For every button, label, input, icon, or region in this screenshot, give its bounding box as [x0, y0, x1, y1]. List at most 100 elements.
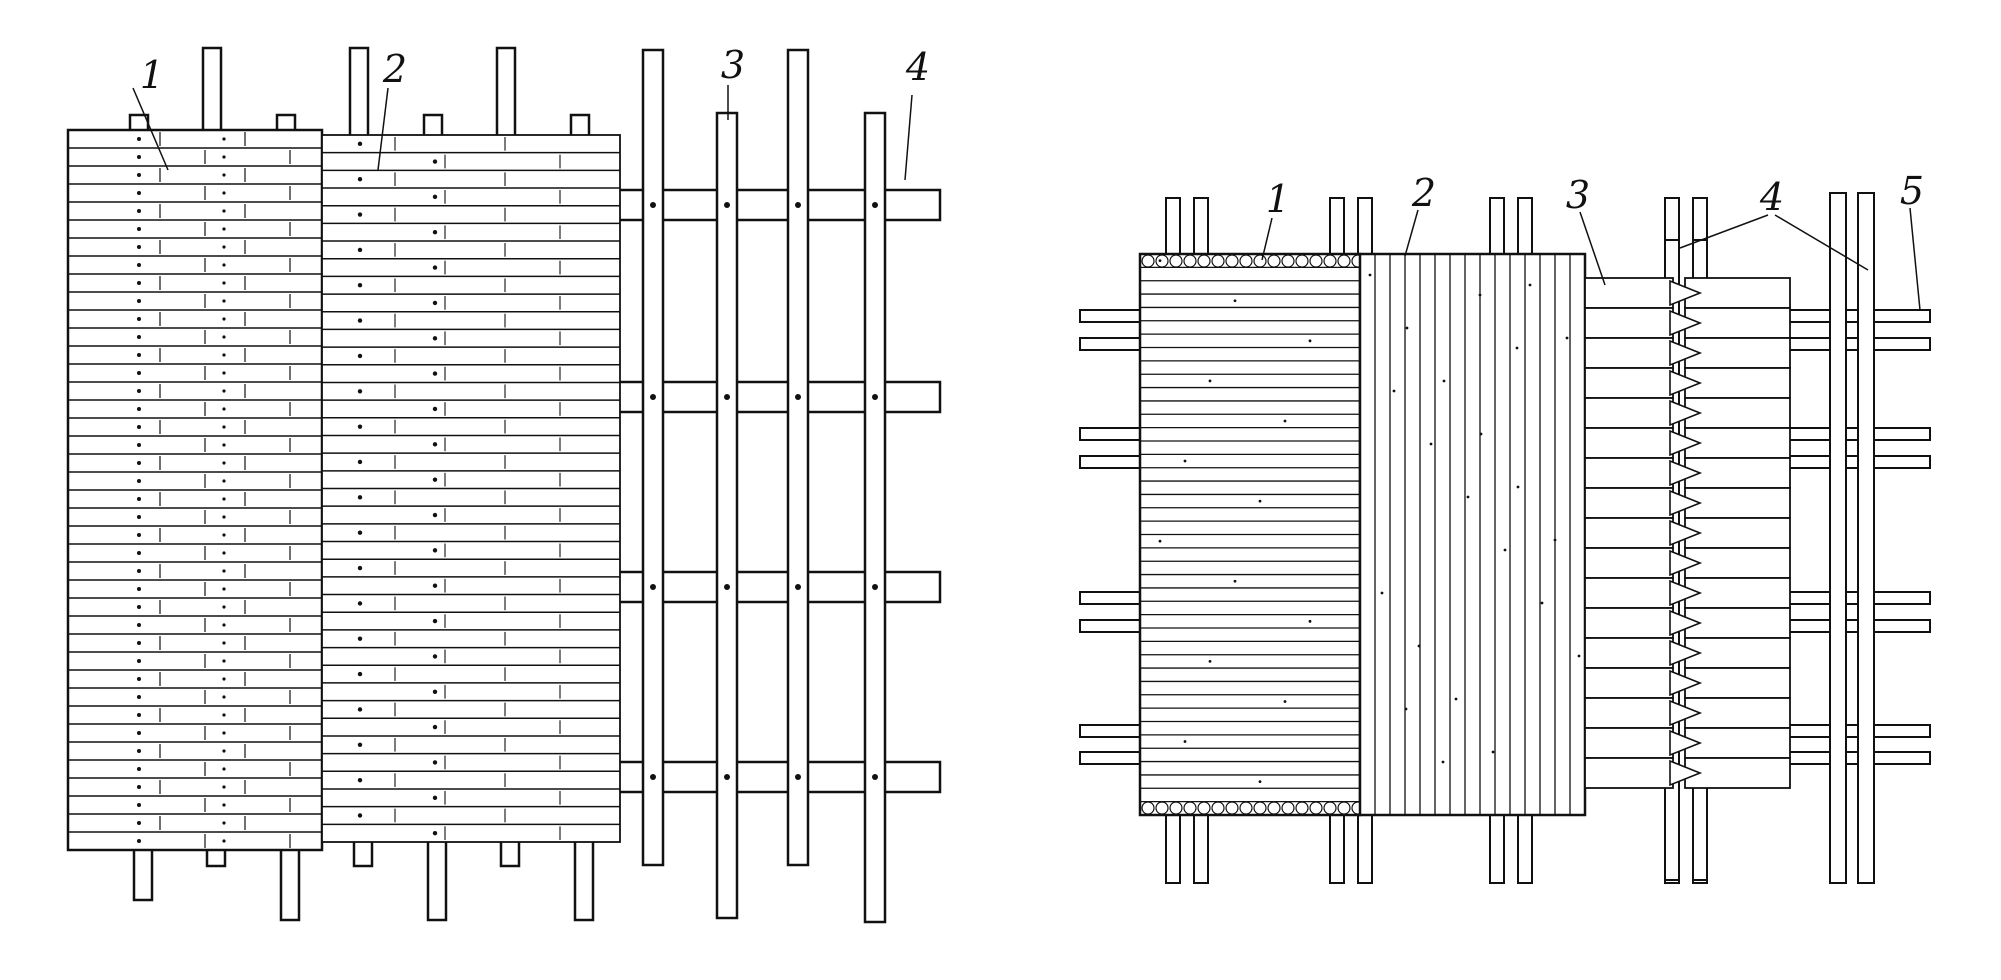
left-panel2-nail: [432, 689, 438, 694]
left-panel1-nail: [222, 839, 226, 843]
left-panel2-nail: [357, 530, 363, 535]
right-panel1-edge-bead: [1141, 801, 1155, 815]
left-panel1-nail: [137, 659, 141, 663]
right-panel1-edge-bead: [1267, 254, 1281, 268]
right-panel1-edge-bead: [1197, 801, 1211, 815]
right-joist-stub-top: [1193, 197, 1209, 257]
right-joist-stub-bottom: [1193, 814, 1209, 884]
right-joist-stub-top: [1357, 197, 1373, 257]
right-panel1-edge-bead: [1281, 801, 1295, 815]
right-panel3-tongue: [1669, 309, 1703, 337]
left-panel1-nail: [137, 335, 141, 339]
right-panel3-board-left: [1584, 427, 1674, 459]
right-panel3-board-left: [1584, 337, 1674, 369]
right-panel3-tongue: [1669, 549, 1703, 577]
left-panel2-nail: [432, 300, 438, 306]
left-beam: [641, 48, 665, 867]
right-joist-stub-bottom: [1165, 814, 1181, 884]
right-panel2-nail: [1503, 548, 1507, 552]
right-panel3-board-left: [1584, 607, 1674, 639]
left-panel2-nail: [432, 548, 438, 553]
left-panel1-nail: [137, 155, 141, 159]
right-panel3-board-left: [1584, 367, 1674, 399]
left-joist: [616, 760, 942, 794]
left-panel2-nail: [357, 813, 363, 818]
left-panel1-nail: [137, 533, 141, 537]
left-leader-4: [904, 94, 913, 181]
right-panel3-board-left: [1584, 277, 1674, 309]
left-panel1-nail: [137, 749, 141, 753]
left-panel1-nail: [137, 371, 141, 375]
left-beam-nail: [650, 394, 656, 400]
right-panel1-edge-bead: [1225, 254, 1239, 268]
right-panel3-board-left: [1584, 637, 1674, 669]
right-panel3-board-right: [1684, 607, 1791, 639]
left-panel1-nail: [137, 389, 141, 393]
left-panel1-nail: [137, 605, 141, 609]
left-beam-nail: [795, 774, 801, 780]
right-panel3-tongue: [1669, 399, 1703, 427]
left-panel2-nail: [357, 283, 363, 288]
left-panel1-nail: [137, 587, 141, 591]
left-panel1-nail: [137, 785, 141, 789]
right-panel1-nail: [1158, 259, 1162, 263]
right-panel2-nail: [1429, 442, 1433, 446]
right-joist-stub-top: [1489, 197, 1505, 257]
right-panel2-nail: [1540, 601, 1544, 605]
left-panel1-nail: [137, 731, 141, 735]
right-runner-right: [1769, 337, 1931, 351]
left-panel1-nail: [222, 173, 226, 177]
right-panel1-edge-bead: [1211, 254, 1225, 268]
left-panel1-nail: [137, 425, 141, 429]
right-leader-5: [1909, 207, 1921, 311]
right-joist-stub-top: [1329, 197, 1345, 257]
left-panel2-nail: [432, 512, 438, 518]
right-panel2-nail: [1442, 379, 1446, 383]
right-panel3-board-left: [1584, 457, 1674, 489]
left-panel2-nail: [357, 247, 363, 253]
left-panel1-nail: [137, 677, 141, 681]
left-beam-nail: [872, 394, 878, 400]
right-panel3-board-left: [1584, 397, 1674, 429]
left-panel1-nail: [137, 623, 141, 627]
right-runner-right: [1769, 591, 1931, 605]
right-leader-4b: [1774, 214, 1869, 271]
right-panel3-board-right: [1684, 457, 1791, 489]
left-panel1-nail: [222, 713, 226, 717]
right-panel3-board-right: [1684, 547, 1791, 579]
right-runner-left-stub: [1079, 619, 1141, 633]
right-board-panel-2: [1358, 252, 1587, 817]
left-panel2-nail: [432, 265, 438, 270]
right-runner-right: [1769, 309, 1931, 323]
right-panel1-nail: [1183, 459, 1187, 463]
right-panel3-board-right: [1684, 667, 1791, 699]
right-panel2-nail: [1404, 707, 1408, 711]
left-panel1-nail: [222, 515, 226, 519]
right-panel1-edge-bead: [1337, 801, 1351, 815]
left-panel2-nail: [357, 176, 363, 182]
left-panel2-nail: [357, 565, 363, 571]
left-panel1-nail: [222, 731, 226, 735]
left-panel1-nail: [222, 191, 226, 195]
right-joist-stub-top: [1165, 197, 1181, 257]
right-runner-left-stub: [1079, 591, 1141, 605]
right-panel1-edge-bead: [1155, 801, 1169, 815]
right-panel1-edge-bead: [1239, 254, 1253, 268]
left-panel1-nail: [222, 623, 226, 627]
left-beam: [863, 111, 887, 924]
left-board-panel-1: [66, 128, 324, 852]
right-panel3-tongue: [1669, 369, 1703, 397]
right-panel1-edge-bead: [1309, 801, 1323, 815]
right-board-panel-3-tongue-groove: [1584, 277, 1791, 789]
left-panel2-nail: [357, 495, 363, 500]
left-panel1-nail: [137, 227, 141, 231]
right-runner-right: [1769, 619, 1931, 633]
left-panel1-nail: [222, 803, 226, 807]
right-panel2-nail: [1441, 760, 1445, 764]
left-panel1-nail: [222, 407, 226, 411]
left-panel1-nail: [222, 137, 226, 141]
left-panel1-nail: [222, 281, 226, 285]
left-panel1-nail: [137, 263, 141, 267]
left-beam-nail: [872, 774, 878, 780]
right-panel2-nail: [1553, 538, 1557, 542]
